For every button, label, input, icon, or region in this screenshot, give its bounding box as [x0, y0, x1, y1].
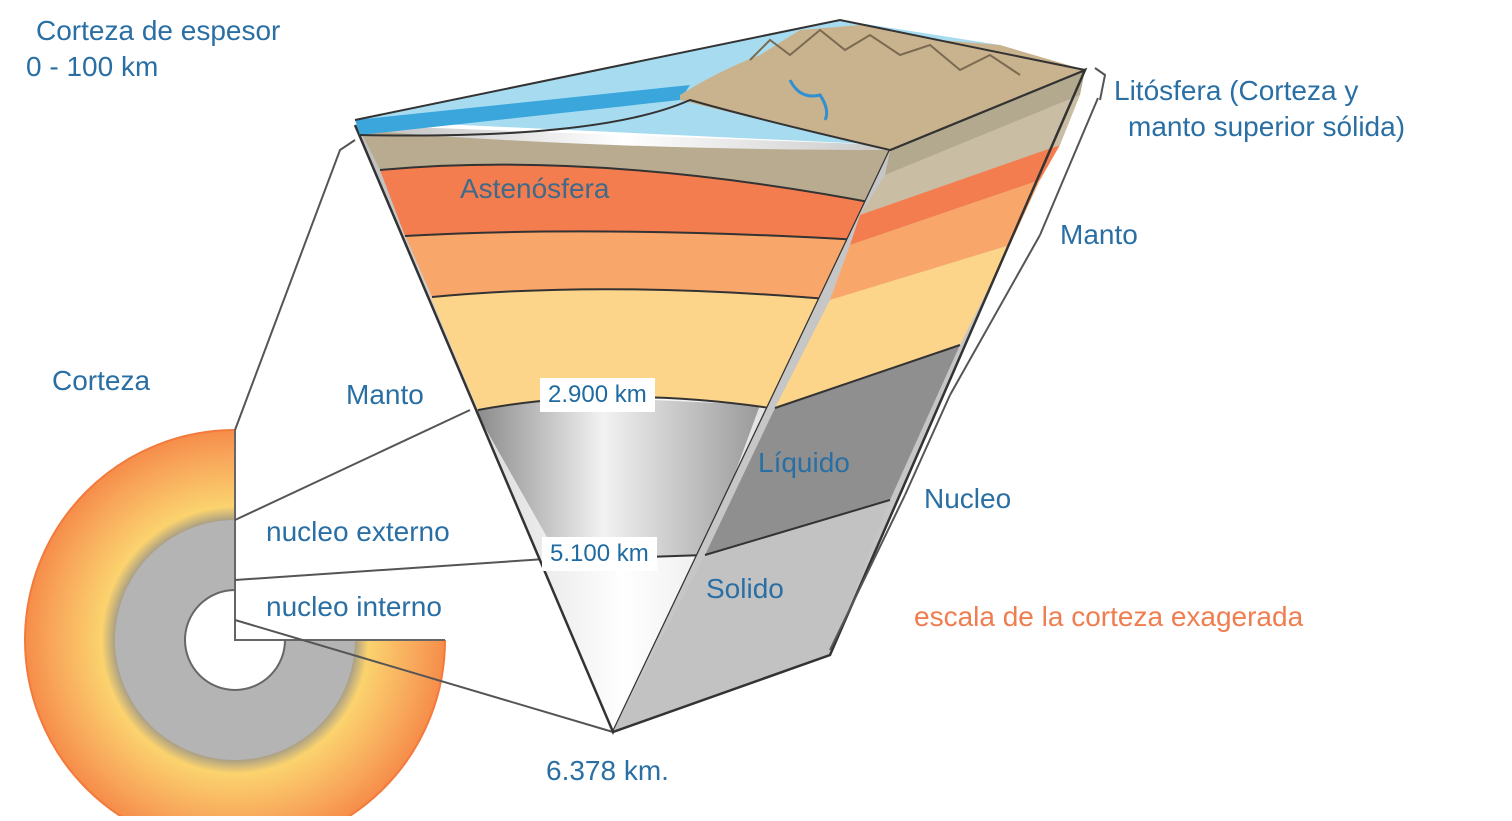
lithosphere-label-line2: manto superior sólida)	[1128, 111, 1406, 142]
crust-thickness-label-line1: Corteza de espesor	[36, 15, 281, 46]
liquid-label: Líquido	[758, 447, 850, 478]
lithosphere-label-line1: Litósfera (Corteza y	[1114, 75, 1359, 106]
outer-core-label: nucleo externo	[266, 516, 450, 547]
core-right-label: Nucleo	[924, 483, 1012, 514]
connector-lines	[234, 139, 614, 733]
inner-core-label: nucleo interno	[266, 591, 442, 622]
earth-section-small	[24, 429, 446, 821]
mantle-center-label: Manto	[346, 379, 424, 410]
earth-wedge	[353, 18, 1088, 736]
depth-center-label: 6.378 km.	[546, 755, 669, 786]
asthenosphere-label: Astenósfera	[460, 173, 610, 204]
scale-note-label: escala de la corteza exagerada	[914, 601, 1304, 632]
crust-thickness-label-line2: 0 - 100 km	[26, 51, 159, 82]
mantle-right-label: Manto	[1060, 219, 1138, 250]
bracket-lines	[829, 67, 1107, 651]
depth-mantle-label: 2.900 km	[540, 378, 655, 412]
solid-label: Solido	[706, 573, 784, 604]
depth-outer-core-label: 5.100 km	[542, 537, 657, 571]
crust-label: Corteza	[52, 365, 151, 396]
